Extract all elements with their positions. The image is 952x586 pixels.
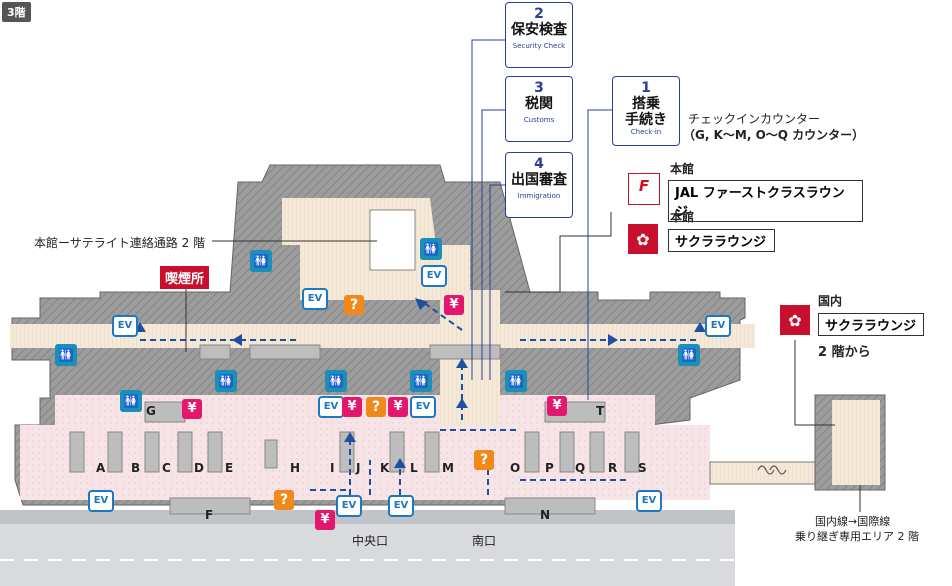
floor-label: 3階 — [2, 2, 31, 22]
route-arrows — [134, 298, 706, 468]
counter-s: S — [638, 461, 647, 475]
sakura-lounge-building: 本館 — [670, 210, 695, 224]
counter-m: M — [442, 461, 454, 475]
restroom-icon: 🚻 — [420, 238, 442, 260]
transfer-area-line2: 乗り継ぎ専用エリア 2 階 — [795, 530, 919, 543]
step-title-line2: 手続き — [625, 112, 667, 128]
currency-exchange-icon: ¥ — [547, 396, 567, 416]
currency-exchange-icon: ¥ — [388, 397, 408, 417]
elevator-icon: EV — [421, 265, 447, 287]
jal-first-class-lounge: JAL ファーストクラスラウンジ — [668, 180, 863, 222]
jal-lounge-building: 本館 — [670, 162, 695, 176]
label-leaders — [185, 212, 861, 512]
currency-exchange-icon: ¥ — [342, 397, 362, 417]
counter-o: O — [510, 461, 521, 475]
restroom-icon: 🚻 — [505, 370, 527, 392]
currency-exchange-icon: ¥ — [182, 399, 202, 419]
step-title: 保安検査 — [511, 22, 567, 38]
information-icon: ? — [474, 450, 494, 470]
information-icon: ? — [366, 397, 386, 417]
counter-l: L — [410, 461, 418, 475]
counter-i: I — [330, 461, 335, 475]
elevator-icon: EV — [410, 396, 436, 418]
counter-q: Q — [575, 461, 586, 475]
step-immigration: 4 出国審査 Immigration — [505, 152, 573, 218]
sakura-lounge-logo-icon: ✿ — [628, 224, 658, 254]
step-english: Customs — [523, 116, 555, 124]
step-english: Immigration — [517, 192, 561, 200]
sakura-lounge: サクララウンジ — [668, 229, 775, 252]
counter-g: G — [146, 404, 156, 418]
elevator-icon: EV — [112, 315, 138, 337]
checkin-counter-range: （G, K～M, O～Q カウンター） — [683, 128, 865, 142]
restroom-icon: 🚻 — [120, 390, 142, 412]
counter-t: T — [596, 404, 605, 418]
currency-exchange-icon: ¥ — [315, 510, 335, 530]
step-english: Security Check — [512, 42, 566, 50]
domestic-sakura-lounge: サクララウンジ — [818, 313, 924, 336]
counter-h: H — [290, 461, 301, 475]
elevator-icon: EV — [88, 490, 114, 512]
central-exit-label: 中央口 — [352, 534, 389, 548]
elevator-icon: EV — [636, 490, 662, 512]
jal-first-class-logo-icon: F — [628, 173, 660, 205]
satellite-link-label: 本館ーサテライト連絡通路 2 階 — [34, 236, 206, 250]
restroom-icon: 🚻 — [410, 370, 432, 392]
step-check-in: 1 搭乗 手続き Check-in — [612, 76, 680, 146]
step-title: 出国審査 — [511, 172, 567, 188]
counter-b: B — [131, 461, 141, 475]
domestic-sakura-logo-icon: ✿ — [780, 305, 810, 335]
elevator-icon: EV — [705, 315, 731, 337]
counter-p: P — [545, 461, 554, 475]
domestic-lounge-building: 国内 — [818, 294, 843, 308]
step-title-line1: 搭乗 — [632, 96, 660, 112]
transfer-area-line1: 国内線→国際線 — [815, 515, 891, 528]
counter-k: K — [380, 461, 390, 475]
domestic-lounge-floor: 2 階から — [818, 345, 871, 360]
elevator-icon: EV — [388, 495, 414, 517]
counter-j: J — [356, 461, 361, 475]
step-title: 税関 — [525, 96, 553, 112]
step-number: 4 — [534, 156, 544, 172]
counter-e: E — [225, 461, 234, 475]
counter-c: C — [162, 461, 171, 475]
counter-r: R — [608, 461, 618, 475]
step-customs: 3 税関 Customs — [505, 76, 573, 142]
restroom-icon: 🚻 — [325, 370, 347, 392]
route-leader-lines — [471, 39, 612, 400]
restroom-icon: 🚻 — [55, 344, 77, 366]
step-english: Check-in — [630, 128, 662, 136]
counter-d: D — [194, 461, 204, 475]
counter-a: A — [96, 461, 106, 475]
currency-exchange-icon: ¥ — [444, 295, 464, 315]
checkin-counter-note: チェックインカウンター — [688, 112, 821, 126]
step-security-check: 2 保安検査 Security Check — [505, 2, 573, 68]
step-number: 1 — [641, 80, 651, 96]
counter-n: N — [540, 508, 551, 522]
restroom-icon: 🚻 — [250, 250, 272, 272]
information-icon: ? — [274, 490, 294, 510]
elevator-icon: EV — [336, 495, 362, 517]
information-icon: ? — [344, 295, 364, 315]
elevator-icon: EV — [318, 396, 344, 418]
restroom-icon: 🚻 — [215, 370, 237, 392]
step-number: 2 — [534, 6, 544, 22]
elevator-icon: EV — [302, 288, 328, 310]
south-exit-label: 南口 — [472, 534, 497, 548]
restroom-icon: 🚻 — [678, 344, 700, 366]
smoking-room: 喫煙所 — [160, 266, 210, 289]
counter-f: F — [205, 508, 214, 522]
step-number: 3 — [534, 80, 544, 96]
